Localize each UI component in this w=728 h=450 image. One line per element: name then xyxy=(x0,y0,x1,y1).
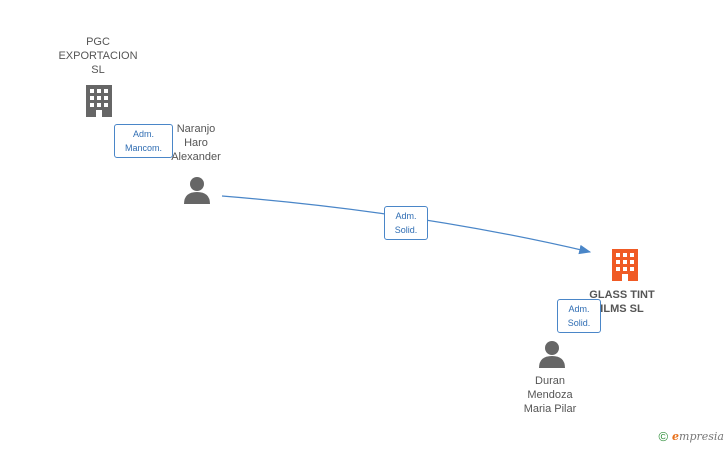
empresia-logo[interactable]: empresia xyxy=(672,430,724,443)
node-label-duran[interactable]: Duran Mendoza Maria Pilar xyxy=(523,375,577,415)
person-icon[interactable] xyxy=(539,341,565,368)
node-label-pgc[interactable]: PGC EXPORTACION SL xyxy=(58,36,138,76)
relation-badge-solid[interactable]: Adm. Solid. xyxy=(557,299,601,333)
building-icon[interactable] xyxy=(612,249,638,281)
person-icon[interactable] xyxy=(184,177,210,204)
relation-badge-solid[interactable]: Adm. Solid. xyxy=(384,206,428,240)
relation-badge-mancom[interactable]: Adm. Mancom. xyxy=(114,124,173,158)
building-icon[interactable] xyxy=(86,85,112,117)
copyright-icon: © xyxy=(658,429,669,444)
footer-brand: © empresia xyxy=(658,429,724,444)
node-label-glass-tint[interactable]: GLASS TINT ILMS SL xyxy=(589,289,655,315)
node-label-naranjo[interactable]: Naranjo Haro Alexander xyxy=(171,123,221,163)
